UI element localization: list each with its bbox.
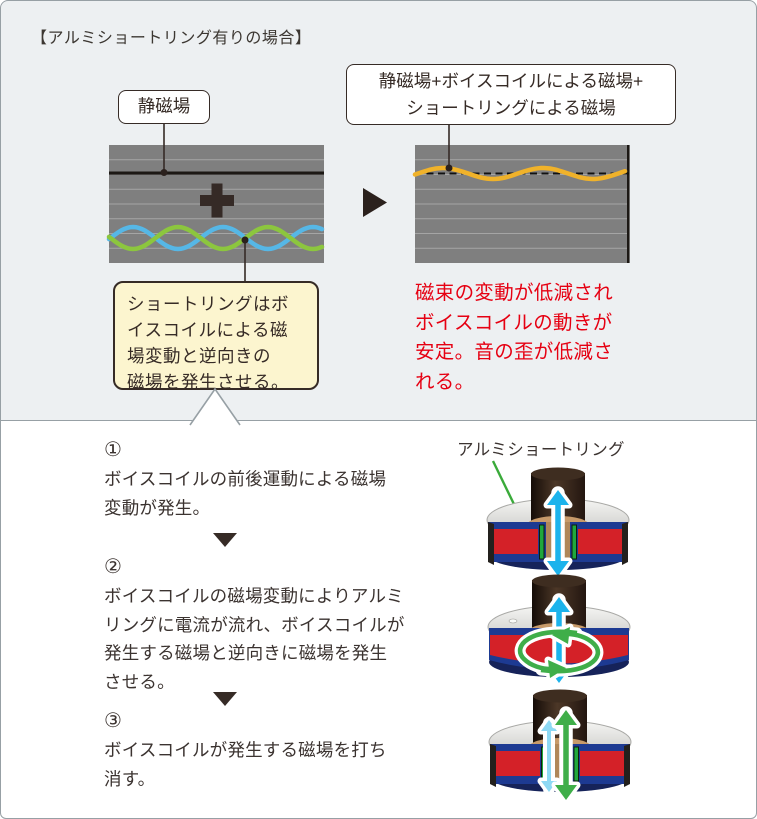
leader-dot <box>445 164 453 172</box>
result-text: 磁束の変動が低減され ボイスコイルの動きが 安定。音の歪が低減さ れる。 <box>415 282 614 393</box>
step-2: ② ボイスコイルの磁場変動によりアルミ リングに電流が流れ、ボイスコイルが 発生… <box>104 554 454 696</box>
step-3-text: ボイスコイルが発生する磁場を打ち 消す。 <box>104 740 387 789</box>
static-field-label: 静磁場 <box>118 90 210 124</box>
short-ring-wave <box>106 224 325 252</box>
speaker-motor-step2 <box>487 574 631 687</box>
static-field-line <box>109 171 324 175</box>
speaker-motor-step3 <box>488 689 632 804</box>
magnetic-field-panels-art <box>106 123 630 282</box>
step-1: ① ボイスコイルの前後運動による磁場 変動が発生。 <box>104 437 454 522</box>
top-section: 【アルミショートリング有りの場合】 静磁場 静磁場+ボイスコイルによる磁場+ シ… <box>0 0 757 421</box>
plus-icon <box>200 183 234 218</box>
right-arrow-icon <box>363 188 387 217</box>
voice-coil-wave <box>106 224 325 252</box>
figure-title: 【アルミショートリング有りの場合】 <box>31 30 312 47</box>
down-triangle-icon <box>213 533 237 547</box>
step-1-number: ① <box>104 439 122 461</box>
leader-dot <box>160 169 168 176</box>
aluminium-short-ring-label: アルミショートリング <box>457 441 625 459</box>
short-ring-callout: ショートリングはボ イスコイルによる磁 場変動と逆向きの 磁場を発生させる。 <box>113 281 319 392</box>
step-3-number: ③ <box>104 710 122 732</box>
step-2-text: ボイスコイルの磁場変動によりアルミ リングに電流が流れ、ボイスコイルが 発生する… <box>104 586 405 692</box>
down-triangle-icon <box>213 692 237 706</box>
callout-tail-pointer <box>189 387 241 426</box>
bottom-section: ① ボイスコイルの前後運動による磁場 変動が発生。 ② ボイスコイルの磁場変動に… <box>0 420 757 819</box>
step-2-number: ② <box>104 556 122 578</box>
speaker-motor-step1 <box>486 467 630 580</box>
leader-dot <box>241 236 249 244</box>
combined-field-label: 静磁場+ボイスコイルによる磁場+ ショートリングによる磁場 <box>346 64 676 125</box>
step-3: ③ ボイスコイルが発生する磁場を打ち 消す。 <box>104 708 454 793</box>
step-1-text: ボイスコイルの前後運動による磁場 変動が発生。 <box>104 469 387 518</box>
right-panel-edge <box>627 145 630 263</box>
